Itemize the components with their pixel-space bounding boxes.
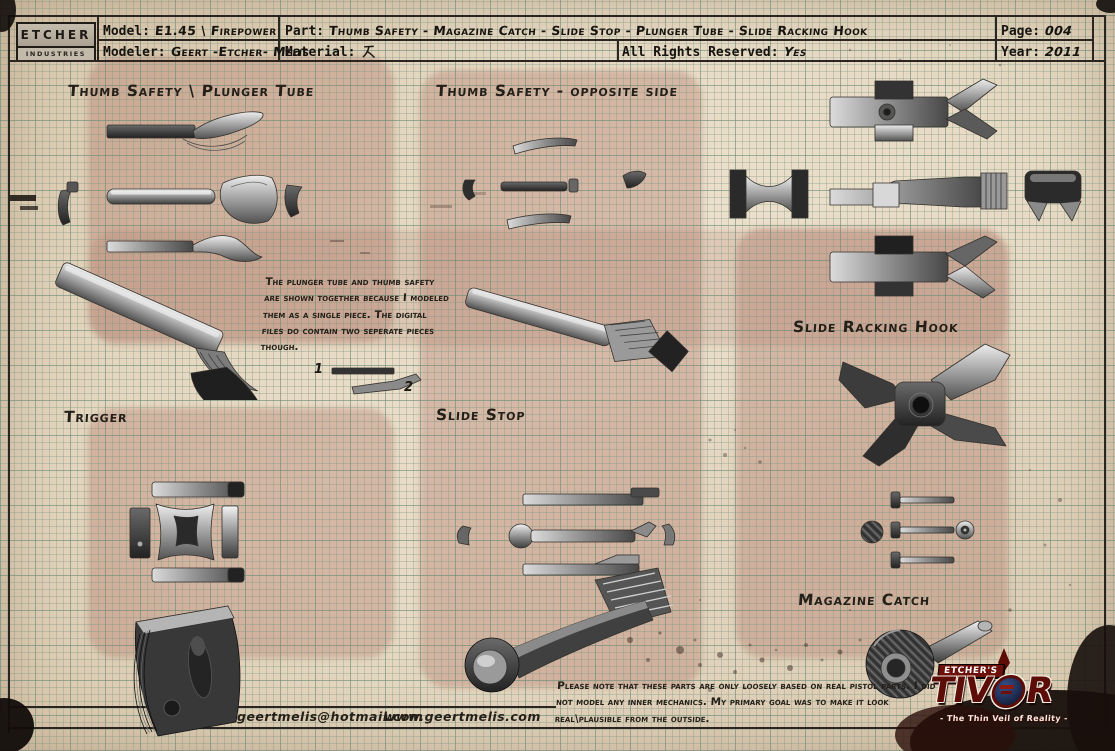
- rights-value: Yes: [782, 44, 808, 59]
- tivor-letters-right: R: [1022, 671, 1056, 711]
- page-cell: Page: 004: [1001, 20, 1073, 39]
- modeler-cell: Modeler: Geert -Etcher- Melis: [103, 41, 310, 60]
- rights-cell: All Rights Reserved: Yes: [622, 41, 807, 60]
- magazine-catch-pins-render: [860, 491, 975, 569]
- slide-racking-hook-ortho-render: [729, 78, 1082, 299]
- etcher-industries-logo: ETCHER INDUSTRIES: [16, 22, 96, 60]
- part-value: Thumb Safety - Magazine Catch - Slide St…: [328, 23, 869, 38]
- section-heading-magazine-catch: Magazine Catch: [797, 591, 931, 609]
- model-cell: Model: E1.45 \ Firepower: [103, 20, 277, 39]
- rights-label: All Rights Reserved:: [622, 45, 779, 60]
- page-value: 004: [1044, 23, 1074, 38]
- year-cell: Year: 2011: [1001, 41, 1082, 60]
- logo-etcher-text: ETCHER: [18, 24, 94, 46]
- titleblock-divider: [995, 15, 997, 61]
- thumb-safety-plunger-tube-render: [55, 111, 303, 400]
- year-label: Year:: [1001, 45, 1041, 60]
- material-symbol-icon: [362, 45, 375, 58]
- callout-number-2: 2: [404, 380, 414, 395]
- titleblock-bottom-rule: [8, 60, 1106, 62]
- part-cell: Part: Thumb Safety - Magazine Catch - Sl…: [285, 20, 869, 39]
- material-label: Material:: [285, 45, 356, 60]
- model-label: Model:: [103, 24, 150, 39]
- trigger-render: [129, 481, 245, 737]
- tivor-logo: ETCHER'S TIV R - The Thin Veil of Realit…: [926, 648, 1112, 748]
- magazine-catch-3d-render: [865, 620, 993, 699]
- titleblock-divider: [278, 15, 280, 61]
- plunger-note: The plunger tube and thumb safety are sh…: [260, 276, 450, 354]
- material-cell: Material:: [285, 41, 376, 60]
- part-label: Part:: [285, 24, 325, 39]
- footer-bottom-rule: [8, 727, 1106, 729]
- email-text: geertmelis@hotmail.com: [237, 709, 424, 724]
- thumb-safety-opposite-render: [462, 137, 689, 373]
- tivor-tagline: - The Thin Veil of Reality -: [939, 714, 1069, 723]
- callout-number-1: 1: [314, 362, 324, 377]
- red-watermark-patch: [736, 228, 1008, 658]
- year-value: 2011: [1044, 44, 1083, 59]
- logo-industries-text: INDUSTRIES: [18, 46, 94, 60]
- tivor-wordmark: TIV R: [926, 671, 1056, 711]
- callout-parts-render: [331, 367, 422, 395]
- section-heading-thumb-safety-plunger-tube: Thumb Safety \ Plunger Tube: [67, 82, 315, 100]
- model-value: E1.45 \ Firepower: [154, 23, 278, 38]
- page-label: Page:: [1001, 24, 1041, 39]
- frame-top-rule: [8, 15, 1106, 17]
- section-heading-slide-stop: Slide Stop: [435, 406, 527, 424]
- section-heading-slide-racking-hook: Slide Racking Hook: [792, 318, 960, 336]
- modeler-label: Modeler:: [103, 45, 166, 60]
- titleblock-divider: [97, 15, 99, 61]
- frame-left-rule: [8, 15, 10, 733]
- titleblock-divider: [617, 39, 619, 61]
- slide-racking-hook-3d-render: [838, 343, 1011, 467]
- frame-right-rule: [1104, 15, 1106, 733]
- website-text: www.geertmelis.com: [384, 709, 541, 724]
- tivor-emblem-icon: [989, 675, 1028, 708]
- titleblock-divider: [1092, 15, 1094, 61]
- section-heading-trigger: Trigger: [63, 408, 129, 426]
- tivor-letters-left: TIV: [926, 671, 995, 711]
- footer-top-rule: [8, 706, 556, 708]
- section-heading-thumb-safety-opposite: Thumb Safety - opposite side: [435, 82, 679, 100]
- titleblock-row-divider: [97, 39, 1092, 41]
- disclaimer-note: Please note that these parts are only lo…: [554, 680, 936, 725]
- slide-stop-render: [456, 487, 676, 693]
